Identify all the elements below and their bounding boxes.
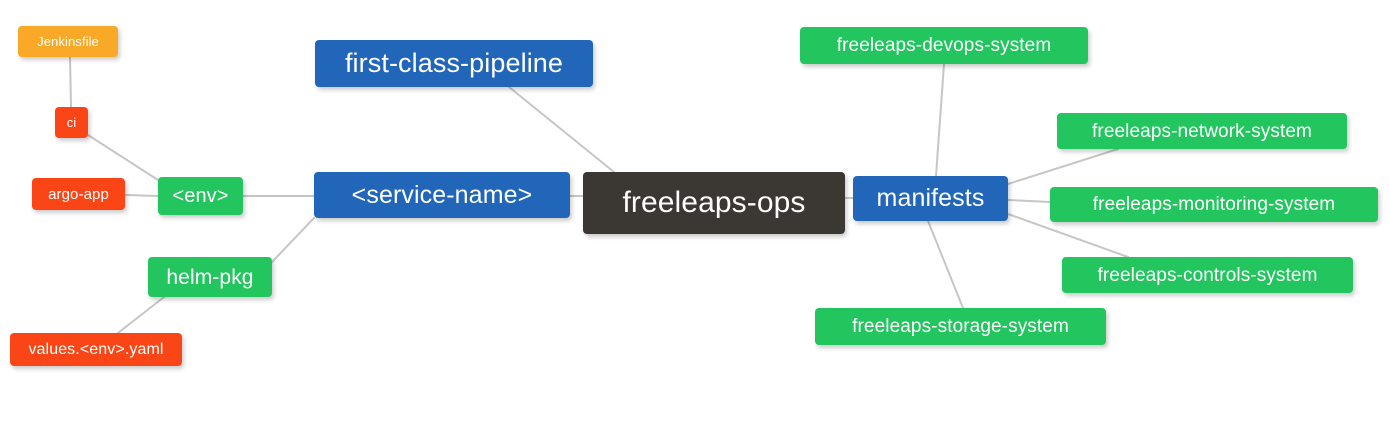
edge-jenkinsfile-to-ci bbox=[69, 56, 72, 108]
node-first-class-pipeline[interactable]: first-class-pipeline bbox=[315, 40, 593, 87]
node-helm-pkg[interactable]: helm-pkg bbox=[148, 257, 272, 297]
node-label-values-env-yaml: values.<env>.yaml bbox=[28, 340, 164, 358]
node-label-first-class-pipeline: first-class-pipeline bbox=[344, 48, 564, 78]
node-label-freeleaps-devops-system: freeleaps-devops-system bbox=[836, 35, 1052, 56]
node-label-freeleaps-ops: freeleaps-ops bbox=[622, 186, 806, 219]
node-label-argo-app: argo-app bbox=[48, 185, 109, 203]
node-freeleaps-network-system[interactable]: freeleaps-network-system bbox=[1057, 113, 1347, 149]
node-label-ci: ci bbox=[66, 115, 77, 130]
node-ci[interactable]: ci bbox=[55, 107, 88, 138]
node-freeleaps-controls-system[interactable]: freeleaps-controls-system bbox=[1062, 257, 1353, 293]
edge-manifests-to-freeleaps-network-system bbox=[1007, 148, 1119, 185]
node-label-freeleaps-monitoring-system: freeleaps-monitoring-system bbox=[1092, 194, 1336, 215]
node-manifests[interactable]: manifests bbox=[853, 176, 1008, 221]
edge-manifests-to-freeleaps-devops-system bbox=[935, 63, 945, 177]
node-label-freeleaps-network-system: freeleaps-network-system bbox=[1092, 120, 1312, 142]
edge-manifests-to-freeleaps-storage-system bbox=[927, 220, 964, 309]
node-freeleaps-storage-system[interactable]: freeleaps-storage-system bbox=[815, 308, 1106, 345]
node-argo-app[interactable]: argo-app bbox=[32, 178, 125, 210]
node-freeleaps-devops-system[interactable]: freeleaps-devops-system bbox=[800, 27, 1088, 64]
node-values-env-yaml[interactable]: values.<env>.yaml bbox=[10, 333, 182, 366]
edge-first-class-pipeline-to-freeleaps-ops bbox=[508, 86, 615, 173]
node-jenkinsfile[interactable]: Jenkinsfile bbox=[18, 26, 118, 57]
node-env[interactable]: <env> bbox=[158, 177, 243, 215]
node-label-helm-pkg: helm-pkg bbox=[166, 265, 254, 289]
node-freeleaps-monitoring-system[interactable]: freeleaps-monitoring-system bbox=[1050, 187, 1378, 222]
node-service-name[interactable]: <service-name> bbox=[314, 172, 570, 218]
edge-argo-app-to-env bbox=[124, 194, 159, 197]
node-label-jenkinsfile: Jenkinsfile bbox=[37, 34, 99, 49]
node-label-service-name: <service-name> bbox=[351, 180, 533, 209]
node-label-freeleaps-controls-system: freeleaps-controls-system bbox=[1097, 264, 1318, 286]
node-freeleaps-ops[interactable]: freeleaps-ops bbox=[583, 172, 845, 234]
edge-ci-to-env bbox=[87, 134, 159, 181]
node-label-env: <env> bbox=[172, 185, 229, 207]
node-label-manifests: manifests bbox=[876, 184, 985, 212]
edge-service-name-to-helm-pkg bbox=[271, 217, 315, 263]
node-label-freeleaps-storage-system: freeleaps-storage-system bbox=[852, 316, 1069, 337]
edge-manifests-to-freeleaps-monitoring-system bbox=[1007, 199, 1051, 203]
